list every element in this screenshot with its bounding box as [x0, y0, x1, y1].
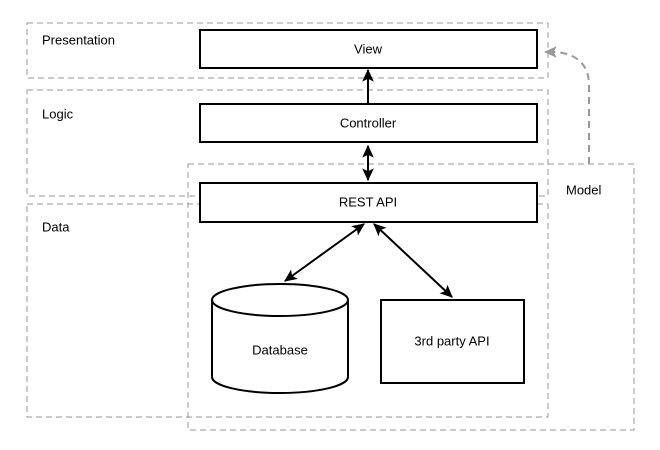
node-third-party-api[interactable]: 3rd party API — [380, 299, 525, 384]
swimlane-data-label: Data — [42, 219, 70, 234]
node-database-cylinder-top[interactable] — [211, 283, 349, 317]
edge-rest-api-database — [284, 223, 365, 282]
group-model-label: Model — [566, 182, 602, 197]
swimlane-presentation: Presentation — [26, 22, 549, 79]
node-database-cylinder-body[interactable] — [211, 300, 349, 394]
node-view-box[interactable] — [199, 29, 538, 69]
node-controller[interactable]: Controller — [199, 103, 538, 143]
swimlane-presentation-box — [26, 22, 549, 79]
node-controller-label: Controller — [340, 115, 397, 130]
node-third-party-api-box[interactable] — [380, 299, 525, 384]
node-database[interactable]: Database — [211, 283, 349, 394]
swimlane-presentation-label: Presentation — [42, 32, 115, 47]
group-model: Model — [187, 163, 635, 431]
node-rest-api-label: REST API — [339, 194, 397, 209]
edge-model-to-view — [543, 46, 590, 164]
node-view-label: View — [354, 41, 383, 56]
node-database-label: Database — [252, 342, 308, 357]
group-model-box — [187, 163, 635, 431]
node-controller-box[interactable] — [199, 103, 538, 143]
swimlane-logic: Logic — [26, 89, 549, 197]
swimlane-logic-label: Logic — [42, 106, 74, 121]
swimlane-logic-box — [26, 89, 549, 197]
node-view[interactable]: View — [199, 29, 538, 69]
node-third-party-api-label: 3rd party API — [414, 333, 489, 348]
node-rest-api[interactable]: REST API — [199, 182, 538, 223]
edge-rest-api-third-party — [373, 223, 453, 298]
node-rest-api-box[interactable] — [199, 182, 538, 223]
